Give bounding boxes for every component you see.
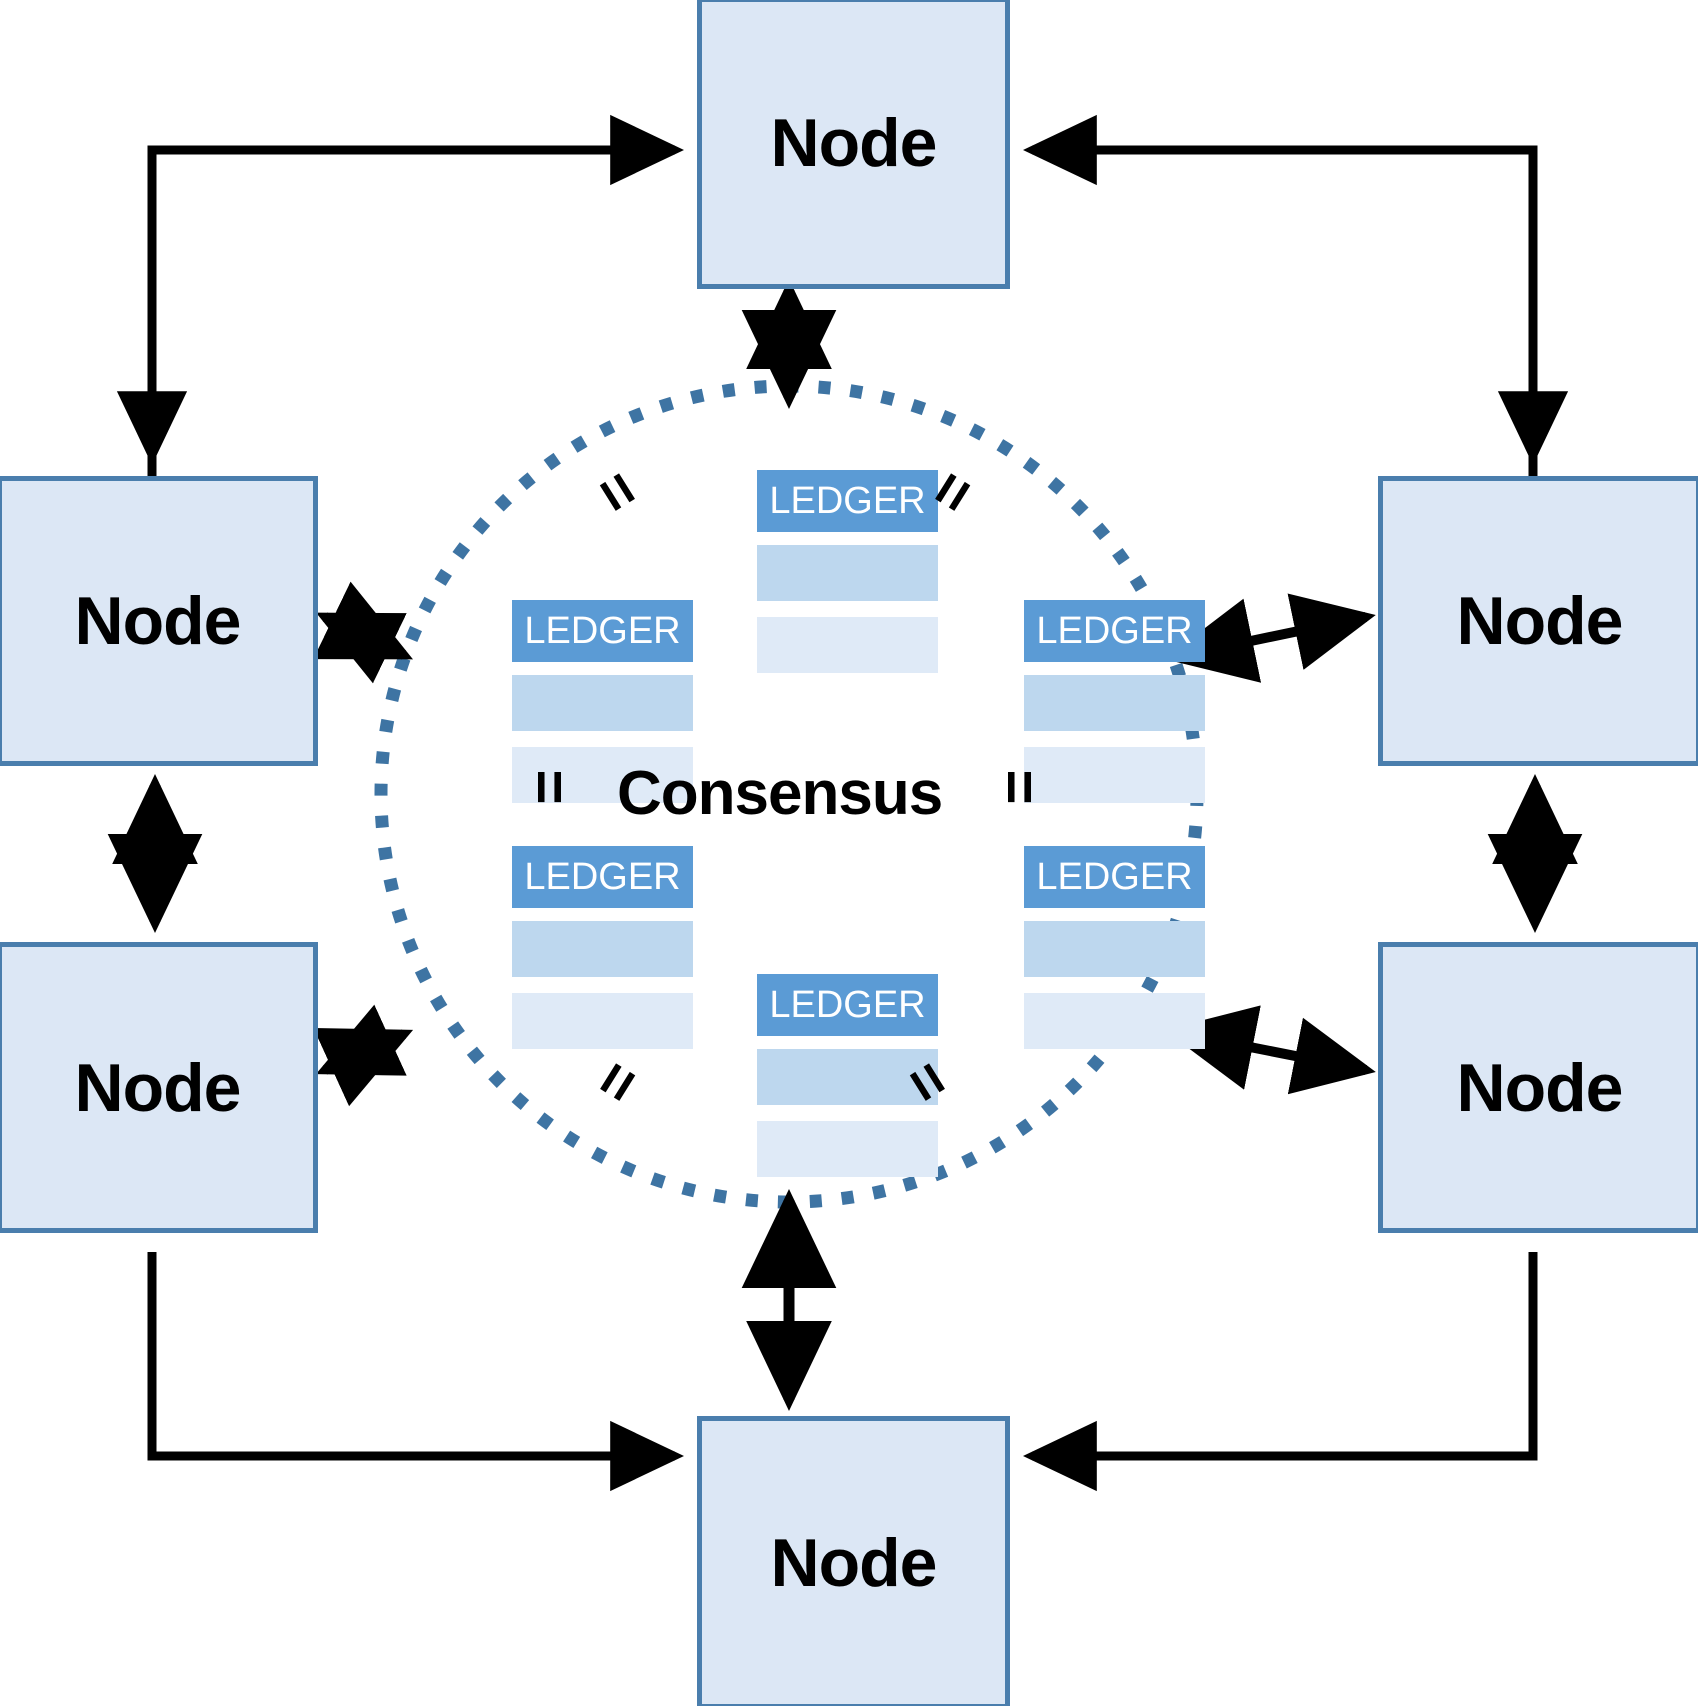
ledger-bottom-center-title: LEDGER <box>757 974 938 1036</box>
ledger-upper-left-title: LEDGER <box>512 600 693 662</box>
node-right-upper[interactable]: Node <box>1378 476 1698 766</box>
edge-rightupper-to-top <box>1022 114 1538 476</box>
ledger-lower-right-title: LEDGER <box>1024 846 1205 908</box>
ledger-upper-left[interactable]: LEDGER <box>512 600 693 803</box>
consensus-label: Consensus <box>617 759 943 828</box>
ledger-row-light <box>512 993 693 1049</box>
ledger-row-dark <box>757 1049 938 1105</box>
ledger-upper-right[interactable]: LEDGER <box>1024 600 1205 803</box>
node-right-lower-label: Node <box>1456 1049 1624 1126</box>
ledger-row-dark <box>512 921 693 977</box>
ledger-row-light <box>757 617 938 673</box>
edge-leftlower-to-bottom <box>147 1252 685 1492</box>
ledger-upper-right-title: LEDGER <box>1024 600 1205 662</box>
ledger-row-light <box>1024 993 1205 1049</box>
ledger-bottom-center[interactable]: LEDGER <box>757 974 938 1177</box>
node-top[interactable]: Node <box>697 0 1010 289</box>
equals-middle-left-icon: = <box>516 769 584 805</box>
node-bottom-label: Node <box>770 1524 938 1601</box>
node-left-upper[interactable]: Node <box>0 476 318 766</box>
ledger-lower-left-title: LEDGER <box>512 846 693 908</box>
edge-leftupper-to-top <box>147 114 685 476</box>
ledger-row-dark <box>1024 921 1205 977</box>
node-left-lower-label: Node <box>74 1049 242 1126</box>
edge-rightlower-to-bottom <box>1022 1252 1538 1492</box>
ledger-row-light <box>757 1121 938 1177</box>
node-left-upper-label: Node <box>74 583 242 659</box>
node-right-lower[interactable]: Node <box>1378 942 1698 1233</box>
ledger-row-dark <box>1024 675 1205 731</box>
equals-top-left-icon: = <box>580 459 656 525</box>
ledger-lower-left[interactable]: LEDGER <box>512 846 693 1049</box>
ledger-top-center-title: LEDGER <box>757 470 938 532</box>
node-left-lower[interactable]: Node <box>0 942 318 1233</box>
ledger-row-dark <box>512 675 693 731</box>
equals-bottom-left-icon: = <box>579 1049 655 1115</box>
node-top-label: Node <box>770 105 938 181</box>
edge-leftlower-to-consensus <box>313 1004 414 1107</box>
node-right-upper-label: Node <box>1456 583 1624 659</box>
edge-leftupper-to-consensus <box>313 581 414 684</box>
node-bottom[interactable]: Node <box>697 1416 1010 1706</box>
ledger-row-light <box>512 747 693 803</box>
ledger-row-light <box>1024 747 1205 803</box>
equals-middle-right-icon: = <box>986 769 1054 805</box>
ledger-row-dark <box>757 545 938 601</box>
ledger-lower-right[interactable]: LEDGER <box>1024 846 1205 1049</box>
ledger-top-center[interactable]: LEDGER <box>757 470 938 673</box>
